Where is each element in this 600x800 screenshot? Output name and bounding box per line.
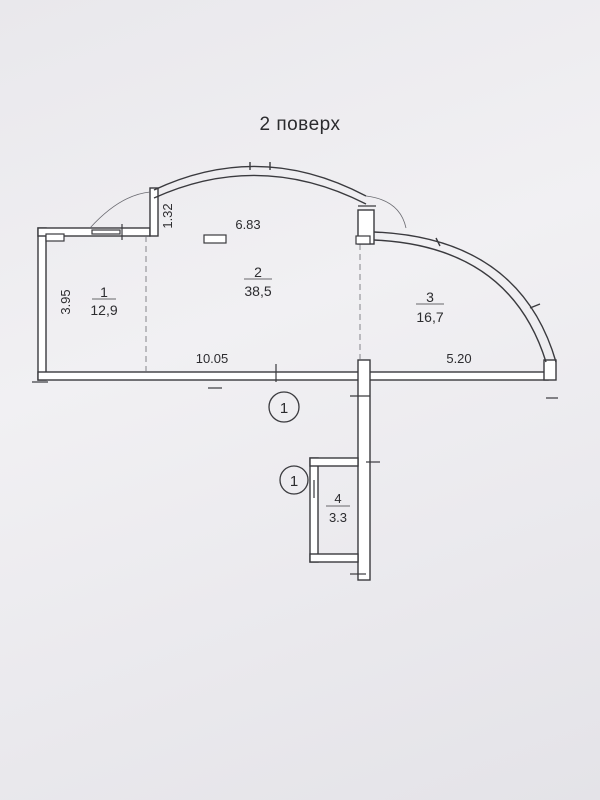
wall-arc-end (543, 359, 557, 381)
room-area-1: 12,9 (90, 302, 117, 318)
wall-partition (357, 359, 371, 581)
wall-room4-bottom (309, 553, 359, 563)
room-number-4: 4 (334, 491, 341, 506)
arched-wall-right (373, 231, 557, 363)
room-number-1: 1 (100, 284, 108, 300)
wall-room4-top (309, 457, 359, 467)
section-marker-small-label: 1 (290, 473, 298, 490)
guide-lines (89, 191, 407, 372)
arched-wall-top (153, 162, 367, 205)
dimension-1005: 10.05 (196, 351, 229, 366)
wall-room4-left (309, 457, 319, 563)
room-label-2: 2 38,5 (244, 264, 272, 299)
floor-title: 2 поверх (259, 114, 341, 135)
wall-left (37, 227, 47, 381)
wall-bottom-right (367, 371, 549, 381)
dimension-132: 1.32 (160, 203, 175, 228)
room-area-3: 16,7 (416, 309, 443, 325)
room-label-4: 4 3.3 (326, 491, 350, 525)
wall-column-left (149, 187, 159, 237)
window-top-left (45, 229, 371, 245)
room-number-2: 2 (254, 264, 262, 280)
room-area-4: 3.3 (329, 510, 347, 525)
room-number-3: 3 (426, 289, 434, 305)
dimension-520: 5.20 (446, 351, 471, 366)
walls (37, 187, 557, 581)
tick-marks (32, 205, 558, 575)
section-marker-main: 1 (268, 391, 300, 423)
room-label-3: 3 16,7 (416, 289, 444, 325)
dimension-683: 6.83 (235, 217, 260, 232)
section-marker-main-label: 1 (280, 400, 288, 417)
section-marker-small: 1 (279, 465, 309, 495)
room-label-1: 1 12,9 (90, 284, 117, 318)
room-area-2: 38,5 (244, 283, 271, 299)
wall-bottom-left (37, 371, 361, 381)
dimension-395: 3.95 (58, 289, 73, 314)
